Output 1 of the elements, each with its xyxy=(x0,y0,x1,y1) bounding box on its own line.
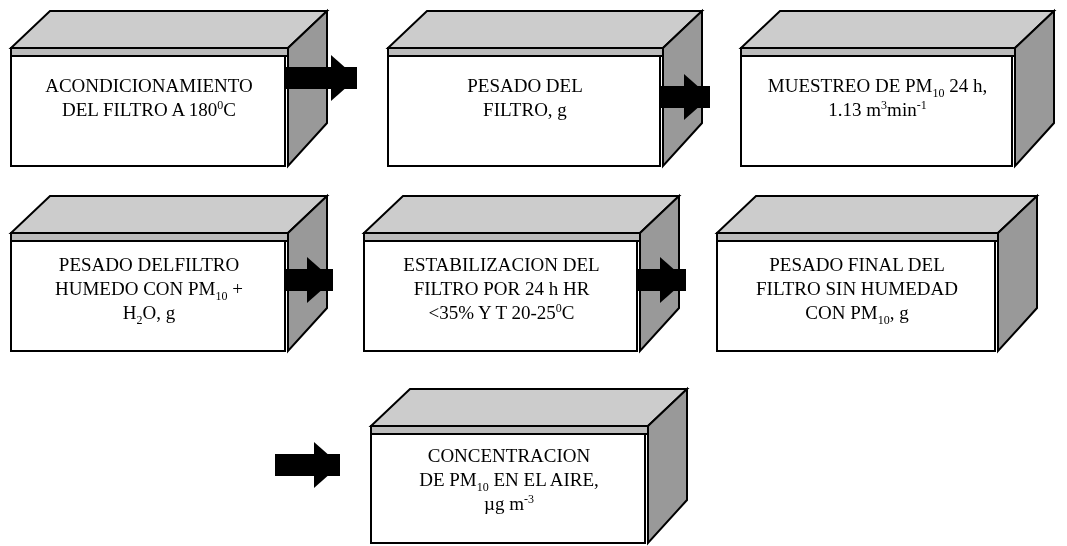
block-arrow xyxy=(275,442,340,488)
